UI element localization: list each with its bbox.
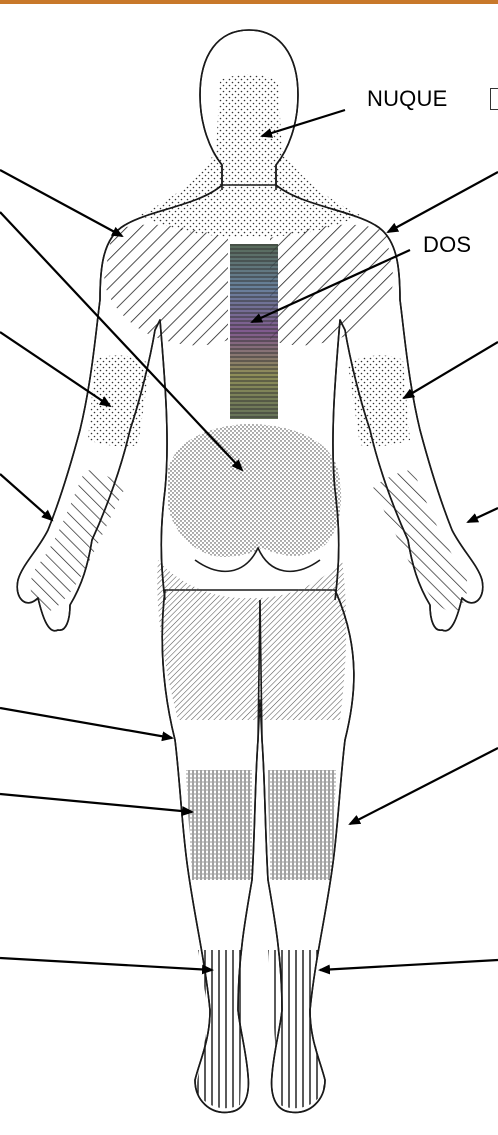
knee-region: [186, 770, 252, 880]
arrow-wrist-right: [468, 508, 498, 522]
label-dos: DOS: [423, 232, 471, 258]
arrow-ankle-right: [320, 960, 498, 970]
body-diagram: [0, 4, 498, 1135]
arrow-knee-left: [0, 794, 192, 812]
arrow-thigh: [0, 708, 172, 738]
arrow-shoulder-left: [0, 170, 122, 236]
elbow-left-region: [88, 355, 150, 446]
arrow-knee-right: [350, 748, 498, 824]
checkbox-nuque[interactable]: [490, 88, 498, 110]
elbow-right-region: [348, 355, 410, 446]
arrow-ankle-left: [0, 958, 212, 970]
arrow-elbow-right: [404, 342, 498, 398]
label-nuque: NUQUE: [367, 86, 447, 112]
neck-region: [140, 74, 360, 236]
knee-region-right: [268, 770, 336, 880]
ankle-region: [196, 950, 245, 1108]
arrow-wrist-left: [0, 474, 52, 520]
arrow-shoulder-right: [388, 172, 498, 232]
lower-back-region: [168, 424, 341, 557]
